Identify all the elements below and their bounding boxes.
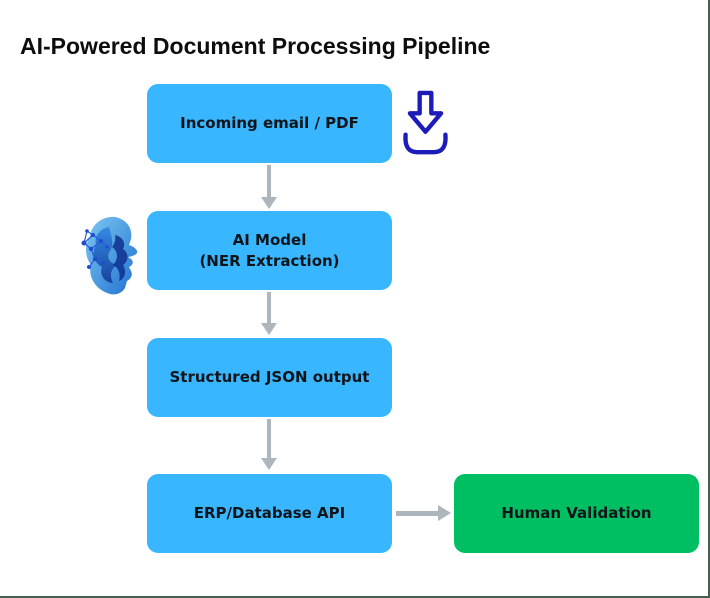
node-label: AI Model [232, 231, 307, 250]
node-label: Human Validation [501, 504, 652, 523]
node-label: Incoming email / PDF [180, 114, 359, 133]
flow-node-human-validation: Human Validation [454, 474, 699, 553]
node-sublabel: (NER Extraction) [199, 251, 340, 270]
connector-arrow-down-1 [267, 165, 271, 198]
flow-node-erp-database: ERP/Database API [147, 474, 392, 553]
flow-node-structured-json: Structured JSON output [147, 338, 392, 417]
arrow-right-head [438, 505, 451, 521]
node-label: ERP/Database API [193, 504, 346, 523]
arrow-down-head-2 [261, 323, 277, 335]
arrow-down-head-1 [261, 197, 277, 209]
diagram-title: AI-Powered Document Processing Pipeline [20, 33, 491, 59]
connector-arrow-right [396, 511, 438, 516]
flow-node-incoming-email: Incoming email / PDF [147, 84, 392, 163]
connector-arrow-down-2 [267, 292, 271, 324]
flow-node-ai-model: AI Model (NER Extraction) [147, 211, 392, 290]
connector-arrow-down-3 [267, 419, 271, 459]
download-icon [402, 90, 449, 163]
arrow-down-head-3 [261, 458, 277, 470]
ai-head-icon [79, 213, 149, 304]
node-label: Structured JSON output [169, 368, 370, 387]
